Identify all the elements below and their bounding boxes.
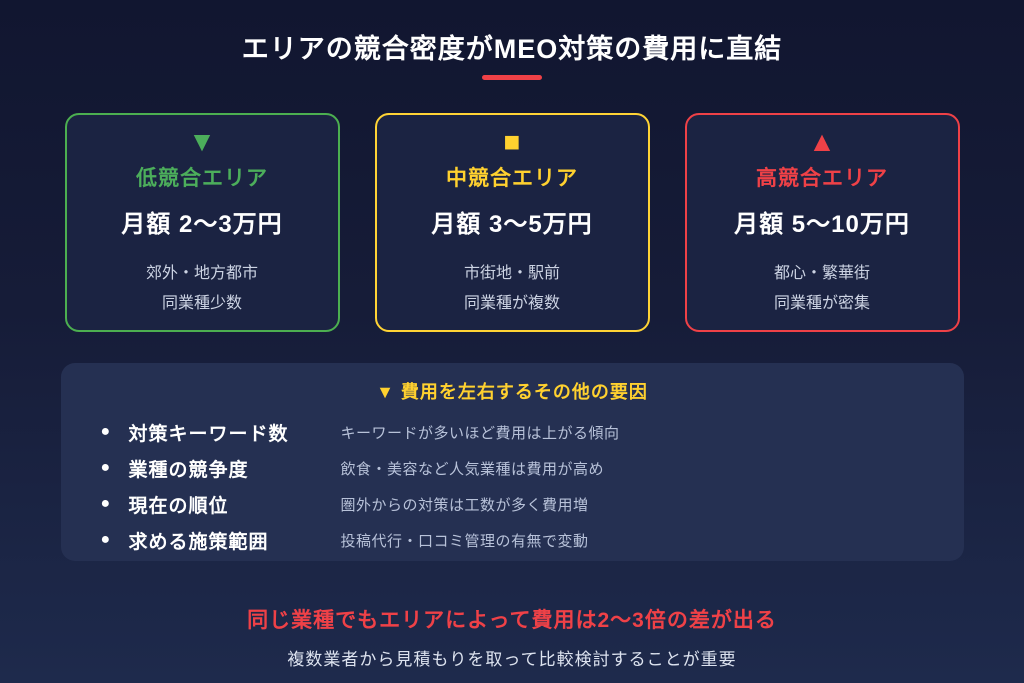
- page-title: エリアの競合密度がMEO対策の費用に直結: [241, 34, 783, 64]
- factor-label: 業種の競争度: [128, 459, 249, 481]
- card-detail-line: 同業種少数: [161, 295, 242, 312]
- footer-highlight-text: 同じ業種でもエリアによって費用は2〜3倍の差が出る: [247, 609, 777, 632]
- card-area-details: 市街地・駅前 同業種が複数: [377, 259, 648, 319]
- card-detail-line: 同業種が密集: [773, 295, 870, 312]
- factor-description: 圏外からの対策は工数が多く費用増: [340, 496, 589, 514]
- bullet-icon: ●: [100, 423, 111, 440]
- factor-label: 現在の順位: [128, 495, 229, 517]
- panel-title: ▼ 費用を左右するその他の要因: [376, 382, 648, 402]
- card-low-competition: ▼ 低競合エリア 月額 2〜3万円 郊外・地方都市 同業種少数: [64, 113, 340, 332]
- footer-note-text: 複数業者から見積もりを取って比較検討することが重要: [287, 650, 737, 669]
- card-detail-line: 市街地・駅前: [463, 265, 560, 282]
- card-area-name: 高競合エリア: [756, 167, 888, 190]
- card-monthly-price: 月額 5〜10万円: [734, 211, 910, 238]
- bullet-icon: ●: [100, 495, 111, 512]
- card-area-name: 中競合エリア: [446, 167, 578, 190]
- competition-cards-row: ▼ 低競合エリア 月額 2〜3万円 郊外・地方都市 同業種少数 ■ 中競合エリア…: [0, 113, 1024, 332]
- factor-row: ● 対策キーワード数 キーワードが多いほど費用は上がる傾向: [101, 414, 964, 450]
- factor-row: ● 業種の競争度 飲食・美容など人気業種は費用が高め: [101, 450, 964, 486]
- factor-label: 対策キーワード数: [128, 423, 289, 445]
- factor-description: 投稿代行・口コミ管理の有無で変動: [340, 532, 589, 550]
- triangle-down-icon: ▼: [188, 126, 216, 157]
- factor-row: ● 現在の順位 圏外からの対策は工数が多く費用増: [101, 486, 964, 522]
- card-area-details: 郊外・地方都市 同業種少数: [67, 259, 338, 319]
- factor-list: ● 対策キーワード数 キーワードが多いほど費用は上がる傾向 ● 業種の競争度 飲…: [101, 414, 964, 558]
- factor-row: ● 求める施策範囲 投稿代行・口コミ管理の有無で変動: [101, 522, 964, 558]
- card-detail-line: 郊外・地方都市: [145, 265, 258, 282]
- card-high-competition: ▲ 高競合エリア 月額 5〜10万円 都心・繁華街 同業種が密集: [684, 113, 960, 332]
- cost-factors-panel: ▼ 費用を左右するその他の要因 ● 対策キーワード数 キーワードが多いほど費用は…: [60, 363, 964, 561]
- triangle-up-icon: ▲: [808, 126, 836, 157]
- card-area-name: 低競合エリア: [136, 167, 268, 190]
- card-area-details: 都心・繁華街 同業種が密集: [687, 259, 958, 319]
- bullet-icon: ●: [100, 459, 111, 476]
- card-mid-competition: ■ 中競合エリア 月額 3〜5万円 市街地・駅前 同業種が複数: [374, 113, 650, 332]
- card-detail-line: 都心・繁華街: [773, 265, 870, 282]
- card-detail-line: 同業種が複数: [463, 295, 560, 312]
- card-monthly-price: 月額 2〜3万円: [121, 211, 283, 238]
- square-icon: ■: [503, 126, 521, 157]
- title-underline: [482, 75, 542, 80]
- factor-description: キーワードが多いほど費用は上がる傾向: [340, 424, 620, 442]
- card-monthly-price: 月額 3〜5万円: [431, 211, 593, 238]
- factor-description: 飲食・美容など人気業種は費用が高め: [340, 460, 605, 478]
- factor-label: 求める施策範囲: [128, 531, 269, 553]
- bullet-icon: ●: [100, 531, 111, 548]
